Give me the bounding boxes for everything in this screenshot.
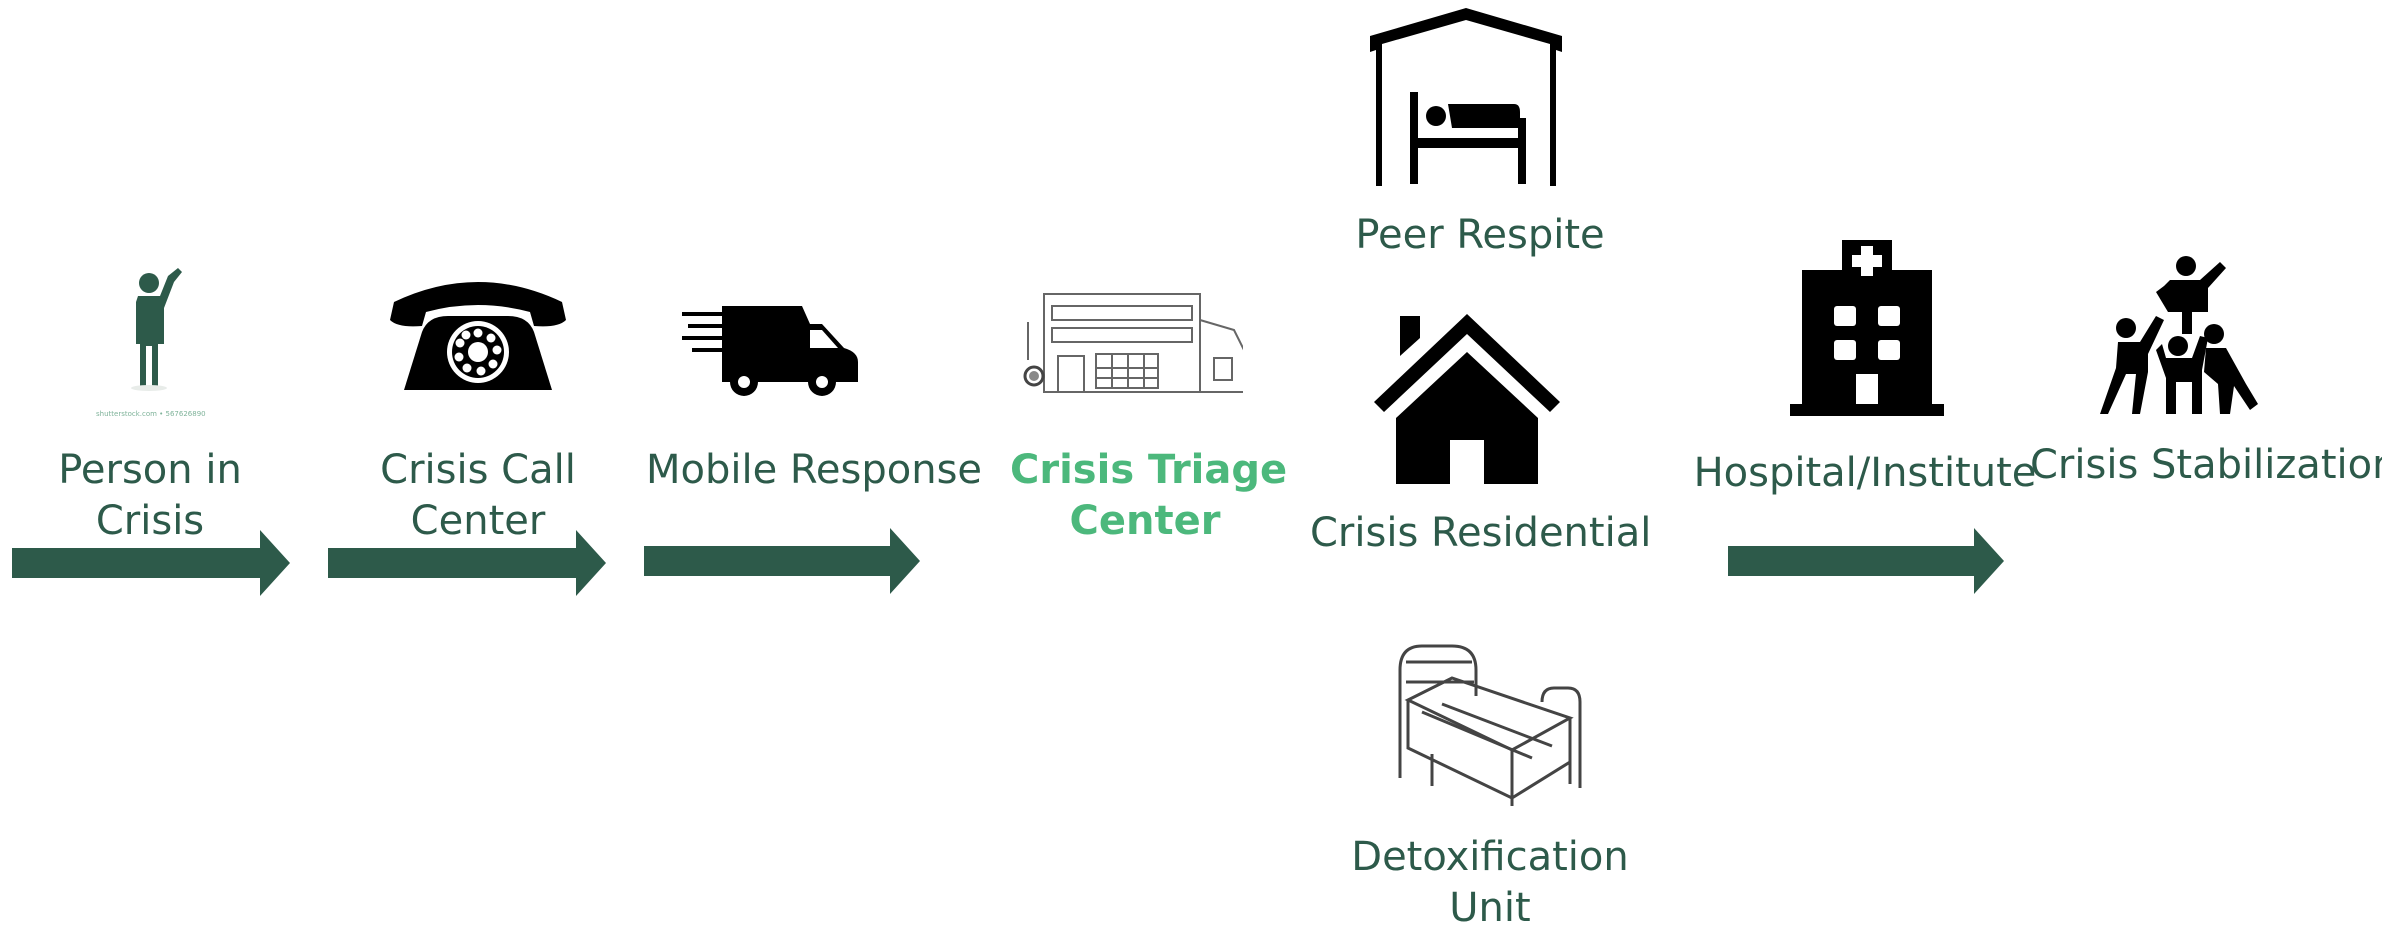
house-icon [1374,314,1560,484]
flow-arrow-3 [644,528,920,594]
hospital-building-icon [1790,240,1944,416]
peer-respite-label: Peer Respite [1355,212,1605,258]
bed-in-shelter-icon [1370,8,1562,186]
person-waving-icon [131,268,182,391]
flow-arrow-2 [328,530,606,596]
building-sketch-icon [1023,293,1243,393]
flow-arrow-1 [12,530,290,596]
crisis-stabilization-label: Crisis Stabilization [2030,442,2382,488]
crisis-residential-label: Crisis Residential [1310,510,1652,556]
hospital-institute-label: Hospital/Institute [1693,450,2037,496]
crisis-call-center-label: Crisis Call Center [380,447,576,544]
rotary-telephone-icon [390,282,566,390]
hospital-bed-icon [1398,644,1582,806]
detoxification-unit-label: Detoxification Unit [1351,834,1629,931]
people-lifting-icon [2100,256,2258,414]
speeding-van-icon [682,306,858,396]
watermark-caption: shutterstock.com • 567626890 [96,410,206,418]
flow-arrow-4 [1728,528,2004,594]
crisis-triage-center-label: Crisis Triage Center [1010,447,1288,544]
mobile-response-label: Mobile Response [646,447,983,493]
person-in-crisis-label: Person in Crisis [58,447,242,544]
